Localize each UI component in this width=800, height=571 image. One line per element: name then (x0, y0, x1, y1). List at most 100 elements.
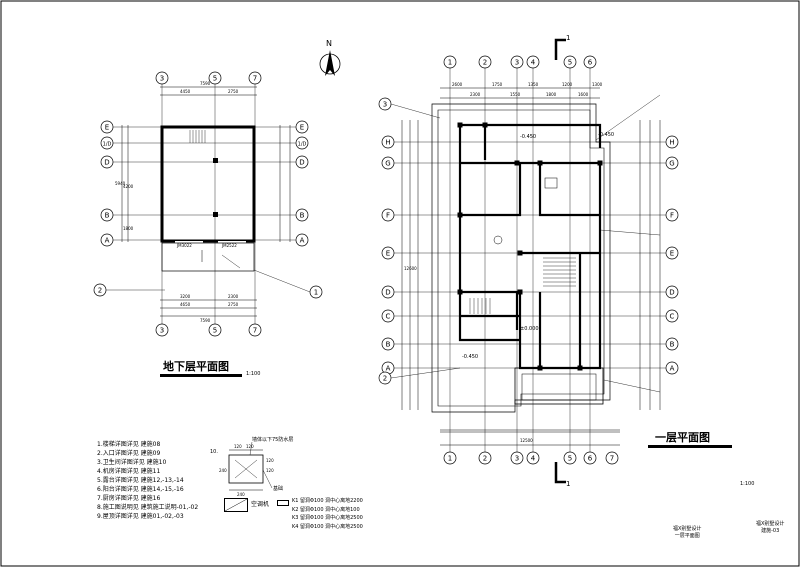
leader (262, 469, 273, 489)
axis-label: C (670, 313, 675, 321)
axis-bubble: 3 (155, 323, 169, 337)
axis-label: B (300, 212, 305, 220)
dimension-text: 2300 (470, 92, 481, 97)
axis-label: C (386, 313, 391, 321)
note-item: 6.阳台详图详见 建施14,-15,-16 (97, 486, 184, 493)
axis-bubble: A (295, 233, 309, 247)
axis-label: D (104, 159, 109, 167)
note-item: 3.卫生间详图详见 建施10 (97, 459, 167, 466)
dimension-text: 1600 (578, 92, 589, 97)
axis-label: E (386, 250, 390, 258)
door-label: JM3022 (176, 243, 192, 248)
dimension-text: 120 (246, 444, 254, 449)
column (577, 365, 583, 371)
dimension-text: 240 (219, 468, 227, 473)
axis-label: D (669, 289, 674, 297)
axis-label: G (385, 160, 390, 168)
axis-label: 3 (160, 327, 164, 335)
leader (599, 229, 661, 236)
note-item: 1.楼梯详图详见 建施08 (97, 441, 161, 448)
leader (249, 441, 253, 456)
axis-label: H (669, 139, 674, 147)
axis-label: 1 (448, 59, 452, 67)
axis-label: 5 (213, 75, 217, 83)
ac-legend-label: 空调机 (251, 501, 270, 508)
title-block-sheet: 福X别墅设计 一层平面图 (673, 525, 701, 539)
dimension-text: 7590 (200, 318, 211, 323)
axis-bubble: G (381, 156, 395, 170)
axis-bubble: B (665, 337, 679, 351)
axis-bubble: E (381, 246, 395, 260)
axis-bubble: A (665, 361, 679, 375)
column (517, 289, 523, 295)
axis-bubble: A (100, 233, 114, 247)
dimension-text: 2750 (228, 89, 239, 94)
axis-label: F (670, 212, 674, 220)
axis-label: 5 (568, 455, 572, 463)
notes-list: 1.楼梯详图详见 建施08 2.入口详图详见 建施09 3.卫生间详图详见 建施… (97, 440, 198, 521)
sheet-number: 建施-03 (761, 528, 780, 534)
fixture (544, 177, 558, 189)
note-item: 5.露台详图详见 建施12,-13,-14 (97, 477, 184, 484)
dimension-text: 2750 (228, 302, 239, 307)
detail-base-label: 基础 (273, 486, 284, 492)
detail-callout: 墙体以下75防水层 (252, 437, 294, 443)
hatch (234, 459, 258, 479)
hole-legend-symbol (277, 500, 289, 506)
column (537, 365, 543, 371)
leader (253, 269, 311, 293)
axis-label: A (300, 237, 305, 245)
detail-label: 10. (210, 449, 218, 455)
axis-bubble: 1/D (100, 136, 114, 150)
axis-bubble: 7 (248, 71, 262, 85)
leader (390, 367, 461, 379)
axis-label: B (670, 341, 675, 349)
axis-bubble: 1 (309, 285, 323, 299)
axis-label: 2 (483, 59, 487, 67)
axis-bubble: E (100, 120, 114, 134)
north-label: N (326, 39, 332, 48)
dimension-text: 120 (266, 468, 274, 473)
ground-scale: 1:100 (740, 481, 755, 487)
axis-label: A (105, 237, 110, 245)
level-mark: -0.450 (462, 354, 478, 360)
axis-label: 7 (610, 455, 614, 463)
level-mark: -0.450 (520, 134, 536, 140)
axis-label: E (300, 124, 304, 132)
title-block-number: 福X别墅设计 建施-03 (756, 520, 784, 534)
axis-bubble: 5 (208, 71, 222, 85)
axis-label: H (385, 139, 390, 147)
axis-bubble: 1 (443, 451, 457, 465)
axis-bubble: 4 (526, 451, 540, 465)
axis-label: 2 (483, 455, 487, 463)
leader (390, 103, 441, 119)
dimension-text: 3200 (180, 294, 191, 299)
wall (160, 125, 256, 243)
section-mark-bottom: 1 (554, 462, 570, 488)
dimension-text: 4650 (180, 302, 191, 307)
terrace-inner (521, 373, 597, 401)
column (517, 250, 523, 256)
axis-bubble: 3 (510, 55, 524, 69)
dimension-text: 12600 (404, 266, 417, 271)
axis-bubble: D (665, 285, 679, 299)
axis-bubble: B (100, 208, 114, 222)
dimension-text: 4450 (180, 89, 191, 94)
axis-label: G (669, 160, 674, 168)
leader (595, 94, 661, 141)
axis-label: 3 (160, 75, 164, 83)
door-opening (175, 241, 203, 244)
dimension-text: 1800 (546, 92, 557, 97)
column (514, 160, 520, 166)
axis-bubble: C (381, 309, 395, 323)
axis-label: 7 (253, 75, 257, 83)
leader (603, 379, 661, 393)
column (537, 160, 543, 166)
axis-bubble: 4 (526, 55, 540, 69)
dimension-text: 2600 (452, 82, 463, 87)
note-item: 9.屋顶详图详见 建施01,-02,-03 (97, 513, 184, 520)
axis-bubble: D (295, 155, 309, 169)
hole-legend-list: K1 留洞Φ100 洞中心离地2200 K2 留洞Φ100 洞中心离地100 K… (292, 497, 363, 531)
sheet-name: 一层平面图 (674, 533, 700, 539)
